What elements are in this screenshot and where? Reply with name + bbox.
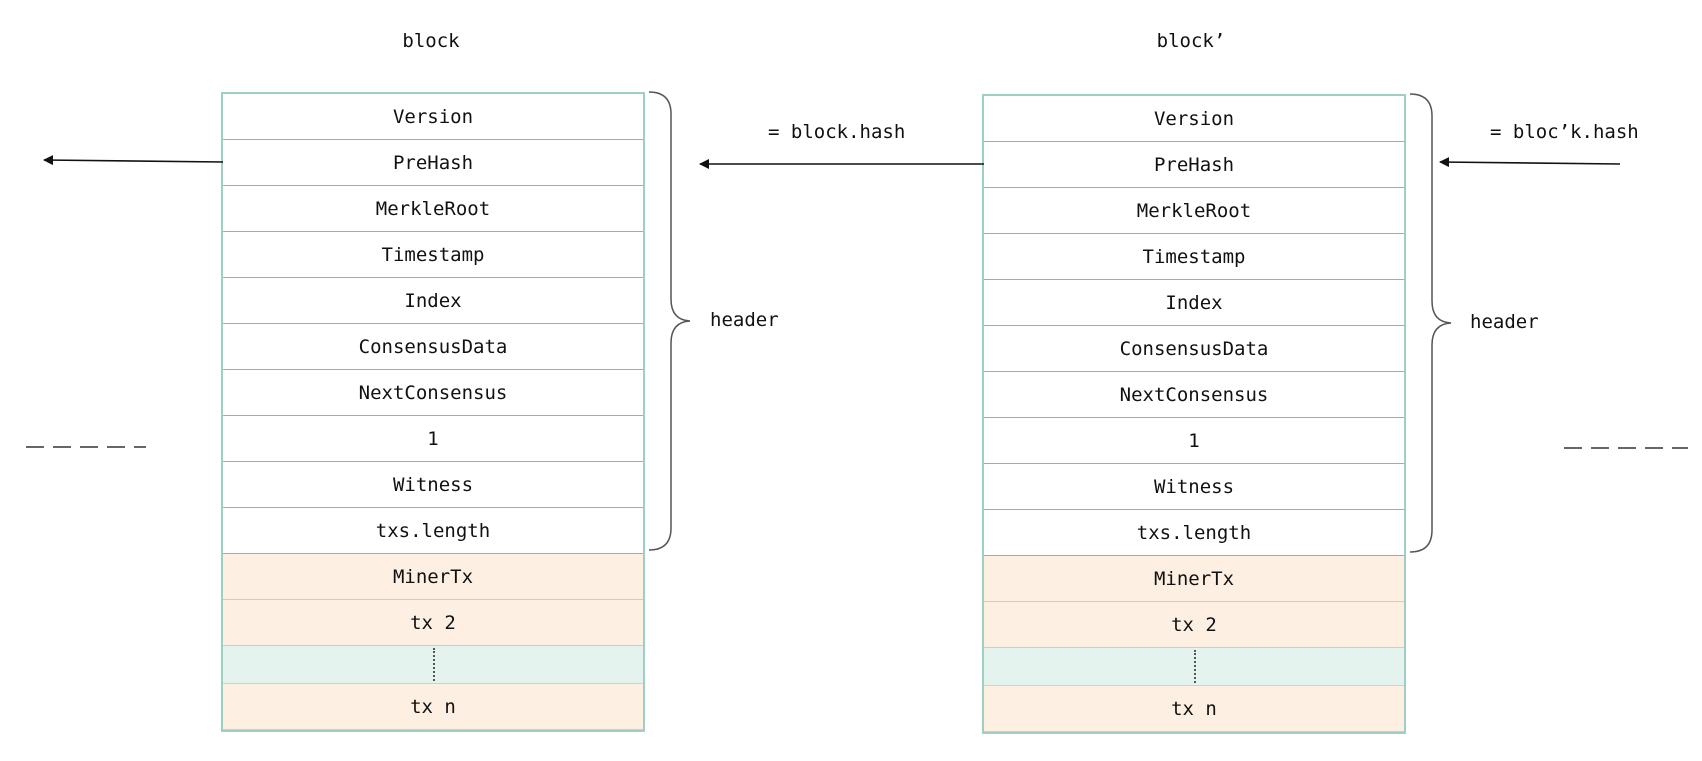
block-1-hash-reference: = block.hash: [768, 121, 906, 143]
vertical-ellipsis-icon: [1194, 650, 1196, 683]
block-2-header-label: header: [1470, 311, 1539, 333]
block-1-row-version: Version: [223, 94, 643, 140]
block-1-row-witness: Witness: [223, 462, 643, 508]
block-2-row-witness: Witness: [984, 464, 1404, 510]
block-1-row-ellipsis: [223, 646, 643, 684]
block-1-row-consensusdata: ConsensusData: [223, 324, 643, 370]
block-1-row-merkleroot: MerkleRoot: [223, 186, 643, 232]
block-2-title: block’: [1156, 30, 1226, 52]
block-1-row-minertx: MinerTx: [223, 554, 643, 600]
block-2-row-tx-2: tx 2: [984, 602, 1404, 648]
block-2-stack: Version PreHash MerkleRoot Timestamp Ind…: [982, 94, 1406, 734]
block-1-row-1: 1: [223, 416, 643, 462]
block-2-row-prehash: PreHash: [984, 142, 1404, 188]
block-2-row-tx-n: tx n: [984, 686, 1404, 732]
block-1-row-index: Index: [223, 278, 643, 324]
block-1-header-brace: [648, 91, 691, 551]
block-2-header-brace: [1409, 93, 1452, 553]
block-1-title: block: [402, 30, 460, 52]
vertical-ellipsis-icon: [433, 648, 435, 681]
block-2-row-minertx: MinerTx: [984, 556, 1404, 602]
block-1-row-timestamp: Timestamp: [223, 232, 643, 278]
block-2-row-1: 1: [984, 418, 1404, 464]
block-1-row-tx-n: tx n: [223, 684, 643, 730]
block-1-row-tx-2: tx 2: [223, 600, 643, 646]
block-1-prehash-arrow: [43, 155, 224, 166]
block-2-row-merkleroot: MerkleRoot: [984, 188, 1404, 234]
block-1-row-prehash: PreHash: [223, 140, 643, 186]
block-2-row-timestamp: Timestamp: [984, 234, 1404, 280]
next-block-prehash-arrow: [1439, 157, 1621, 168]
block-2-row-version: Version: [984, 96, 1404, 142]
block-2-row-consensusdata: ConsensusData: [984, 326, 1404, 372]
block-1-header-label: header: [710, 309, 779, 331]
block-1-row-txs-length: txs.length: [223, 508, 643, 554]
block-1-row-nextconsensus: NextConsensus: [223, 370, 643, 416]
block-2-row-ellipsis: [984, 648, 1404, 686]
block-1-stack: Version PreHash MerkleRoot Timestamp Ind…: [221, 92, 645, 732]
block-2-row-index: Index: [984, 280, 1404, 326]
block-2-row-txs-length: txs.length: [984, 510, 1404, 556]
block-2-row-nextconsensus: NextConsensus: [984, 372, 1404, 418]
block-2-hash-reference: = bloc’k.hash: [1490, 121, 1639, 143]
